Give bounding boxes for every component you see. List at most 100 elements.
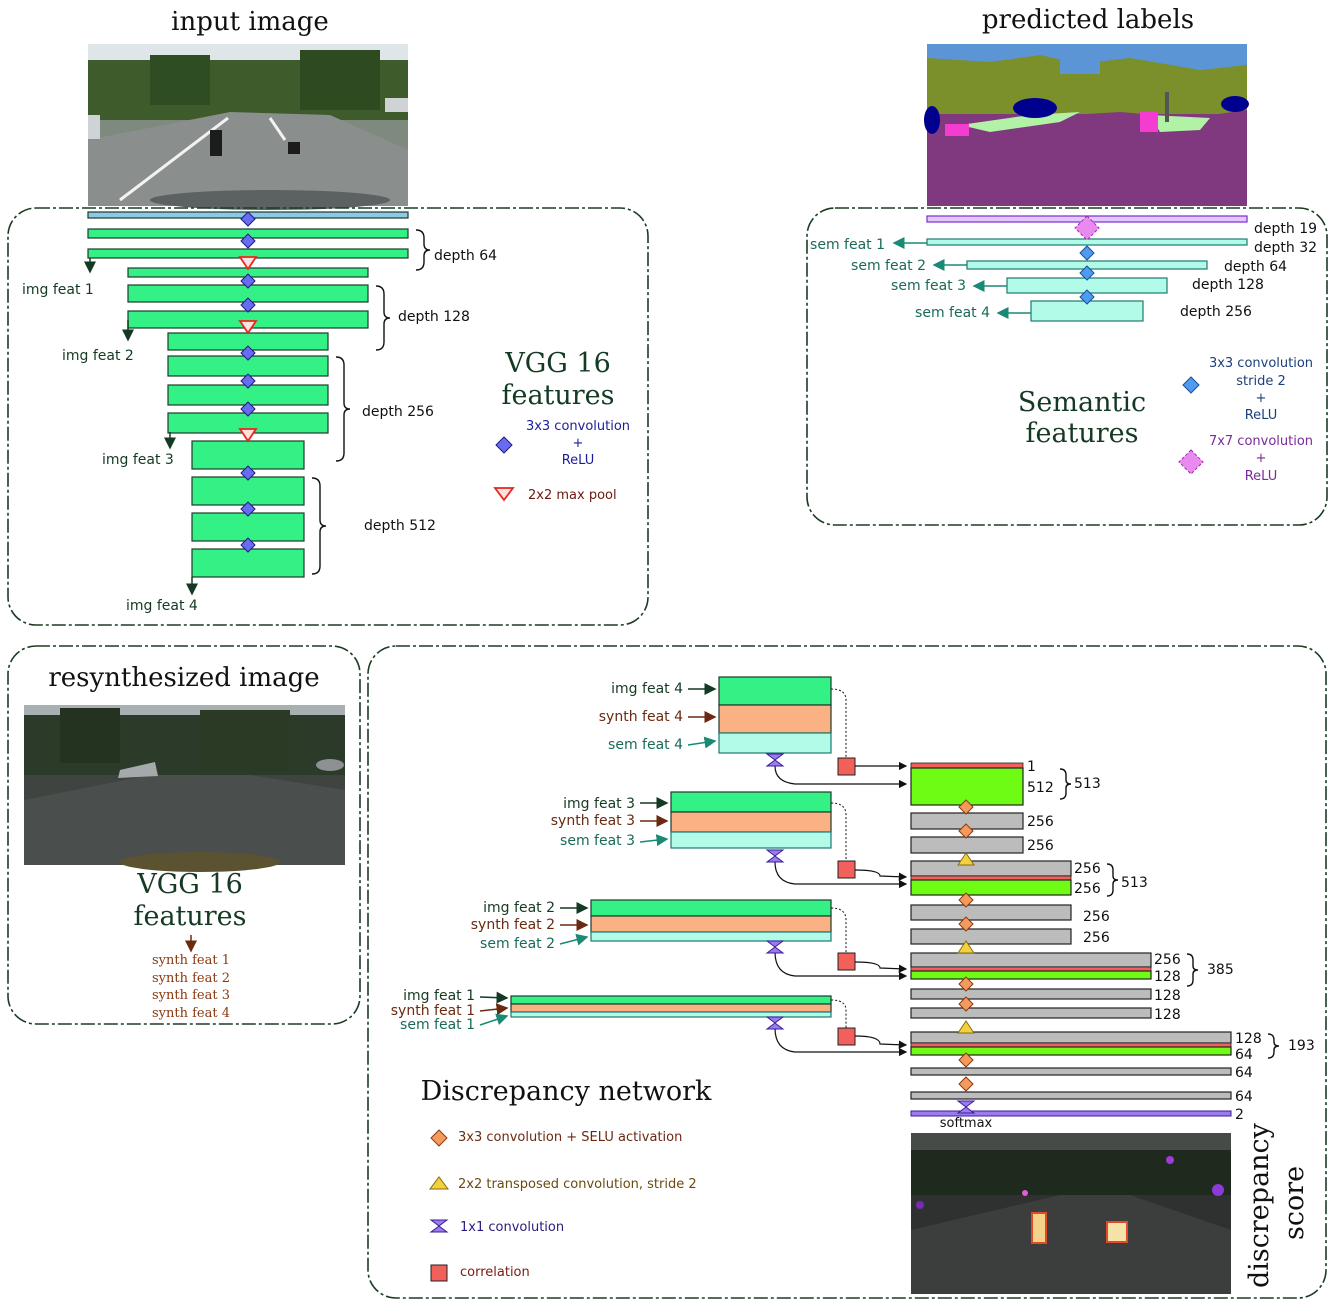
sem-conv-icon — [1079, 265, 1095, 281]
transposed-conv-icon — [957, 940, 975, 954]
discrepancy-score-line1: discrepancy — [1244, 1122, 1275, 1288]
sem-depth-64: depth 64 — [1224, 259, 1287, 275]
legend-conv7-line2: + — [1256, 451, 1267, 466]
max-pool-icon — [238, 320, 258, 335]
decoder-block — [910, 836, 1024, 854]
img-feat-4-block — [718, 676, 832, 706]
disc-sem-feat-4: sem feat 4 — [608, 737, 683, 753]
conv1x1-icon — [765, 753, 785, 767]
disc-img-feat-1: img feat 1 — [403, 988, 475, 1004]
decoder-block — [910, 970, 1152, 980]
conv1x1-icon — [765, 940, 785, 954]
decoder-block — [910, 1031, 1232, 1044]
selu-icon — [958, 1052, 974, 1068]
conv-relu-icon — [240, 273, 256, 289]
ch-193: 193 — [1288, 1038, 1315, 1054]
legend-conv-line1: 3x3 convolution — [526, 419, 630, 434]
img-feat-2-label: img feat 2 — [62, 348, 134, 364]
depth-brace — [375, 285, 391, 351]
decoder-block — [910, 1046, 1232, 1056]
selu-icon — [958, 799, 974, 815]
ch-64c: 64 — [1235, 1089, 1253, 1105]
selu-icon — [958, 916, 974, 932]
ch-128a: 128 — [1154, 969, 1181, 985]
conv1x1-icon — [765, 849, 785, 863]
conv-relu-icon — [240, 401, 256, 417]
ch-513b: 513 — [1121, 875, 1148, 891]
max-pool-legend-icon — [493, 487, 515, 502]
correlation-icon — [837, 1027, 856, 1046]
conv7-legend-icon — [1178, 449, 1204, 475]
img-feat-1-block — [510, 995, 832, 1005]
sem-feat-2-block — [590, 931, 832, 942]
conv-relu-icon — [240, 465, 256, 481]
disc-img-feat-3: img feat 3 — [563, 796, 635, 812]
selu-icon — [958, 976, 974, 992]
conv-relu-icon — [240, 211, 256, 227]
channel-brace — [1106, 863, 1119, 897]
correlation-icon — [837, 860, 856, 879]
decoder-block — [910, 952, 1152, 968]
resynthesized-title: resynthesized image — [48, 663, 319, 693]
transposed-conv-icon — [957, 1020, 975, 1034]
max-pool-icon — [238, 428, 258, 443]
ch-385: 385 — [1207, 962, 1234, 978]
transposed-conv-icon — [957, 852, 975, 866]
input-image — [88, 44, 408, 210]
decoder-block — [910, 904, 1072, 921]
selu-icon — [958, 823, 974, 839]
legend-conv7-line3: ReLU — [1245, 469, 1278, 484]
conv-relu-icon — [240, 537, 256, 553]
selu-icon — [958, 996, 974, 1012]
discrepancy-panel: img feat 4 synth feat 4 sem feat 4 img f… — [367, 645, 1327, 1299]
ch-128c: 128 — [1154, 1007, 1181, 1023]
disc-sem-feat-2: sem feat 2 — [480, 936, 555, 952]
conv-relu-icon — [240, 233, 256, 249]
decoder-block — [910, 767, 1024, 806]
vgg-block — [191, 440, 305, 470]
predicted-labels-image — [924, 44, 1249, 206]
img-feat-2-block — [590, 899, 832, 917]
max-pool-icon — [238, 256, 258, 271]
channel-brace — [1267, 1033, 1280, 1059]
ch-2: 2 — [1235, 1107, 1244, 1123]
vgg-heading-line2: features — [501, 380, 614, 411]
disc-img-feat-4: img feat 4 — [611, 681, 683, 697]
ch-256f: 256 — [1083, 930, 1110, 946]
correlation-legend-icon — [430, 1264, 448, 1282]
legend-selu: 3x3 convolution + SELU activation — [458, 1130, 682, 1145]
semantic-panel-border — [806, 207, 1328, 526]
discrepancy-score-image — [911, 1133, 1231, 1294]
selu-legend-icon — [430, 1129, 448, 1147]
vgg-block — [191, 512, 305, 542]
synth-feat-4-label: synth feat 4 — [152, 1006, 230, 1021]
ch-256d: 256 — [1074, 881, 1101, 897]
depth-brace — [335, 356, 351, 462]
sem-conv-icon — [1079, 245, 1095, 261]
disc-img-feat-2: img feat 2 — [483, 900, 555, 916]
resynth-heading-line2: features — [133, 901, 246, 932]
sem-feat-4-block — [718, 732, 832, 754]
legend-conv-line3: ReLU — [562, 453, 595, 468]
ch-1: 1 — [1027, 759, 1036, 775]
channel-brace — [1059, 768, 1072, 800]
conv-relu-icon — [240, 373, 256, 389]
discrepancy-network-title: Discrepancy network — [421, 1076, 712, 1107]
conv1x1-legend-icon — [429, 1219, 449, 1233]
legend-conv7-line1: 7x7 convolution — [1209, 434, 1313, 449]
input-image-title: input image — [171, 7, 329, 37]
depth-512-label: depth 512 — [364, 518, 436, 534]
vgg-block — [191, 476, 305, 506]
correlation-icon — [837, 757, 856, 776]
sem-feat-2-label: sem feat 2 — [851, 258, 926, 274]
vgg-panel-border — [7, 207, 649, 626]
sem-feat-1-block — [510, 1011, 832, 1018]
sem-depth-128: depth 128 — [1192, 277, 1264, 293]
synth-feat-4-block — [718, 704, 832, 734]
disc-synth-feat-3: synth feat 3 — [551, 813, 635, 829]
ch-128d: 128 — [1235, 1031, 1262, 1047]
sem-depth-32: depth 32 — [1254, 240, 1317, 256]
sem-conv-legend-icon — [1182, 376, 1200, 394]
decoder-block — [910, 879, 1072, 896]
decoder-block — [910, 860, 1072, 877]
